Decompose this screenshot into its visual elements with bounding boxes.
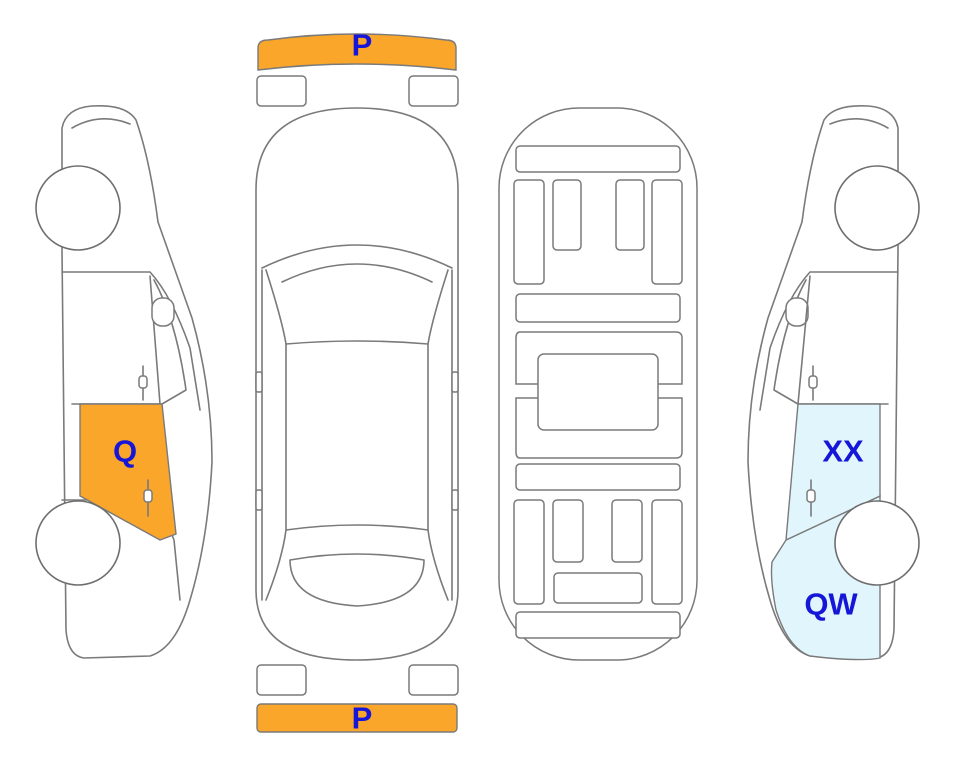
left-side-rear-wheel (35, 500, 121, 586)
underbody-front-left-seat (552, 179, 582, 251)
left-side-view: Q (35, 104, 213, 659)
left-side-pillar-line (149, 275, 161, 405)
underbody-mid-bar (515, 293, 681, 323)
right-side-rear-wheel (834, 500, 920, 586)
right-side-front-wheel (834, 165, 920, 251)
right-side-window-line (773, 279, 889, 405)
right-side-door-handle-rear (806, 479, 816, 517)
left-rear-door-damage (79, 403, 177, 541)
left-side-window-line (71, 279, 187, 405)
top-view-left-rear-handle (255, 489, 263, 511)
left-side-door-handle-rear (143, 479, 153, 517)
top-view: P P (255, 28, 459, 736)
top-view-roof-rear (285, 524, 429, 531)
right-side-pillar-line (797, 275, 811, 405)
underbody-trunk-panel (553, 572, 643, 604)
right-rear-door-code: XX (822, 434, 864, 469)
right-side-roof-line (829, 118, 889, 129)
underbody-rear-left-rail (513, 499, 545, 605)
underbody-rear-left-seat (552, 499, 584, 563)
top-view-cabin-right (427, 269, 449, 601)
top-rear-left-light (256, 664, 307, 696)
left-side-front-wheel (35, 165, 121, 251)
front-bumper-code: P (352, 28, 373, 63)
right-rear-quarter-code: QW (804, 587, 858, 622)
underbody-front-bar (515, 145, 681, 173)
top-view-right-rear-handle (451, 489, 459, 511)
underbody-rear-bar (515, 463, 681, 491)
underbody-center-panel (537, 353, 659, 431)
left-side-door-handle-front (138, 365, 148, 401)
underbody-front-left-rail (513, 179, 545, 285)
left-rear-door-code: Q (113, 434, 137, 469)
right-side-mirror (785, 297, 809, 327)
underbody-view (498, 107, 698, 661)
top-view-windshield (261, 244, 453, 269)
underbody-front-right-rail (651, 179, 683, 285)
rear-bumper-damage (256, 703, 458, 733)
front-bumper-damage (257, 33, 457, 71)
right-side-view: XX QW (747, 104, 920, 661)
top-view-left-mirror (255, 371, 263, 393)
top-front-left-light (256, 75, 307, 107)
top-rear-right-light (408, 664, 459, 696)
underbody-front-right-seat (615, 179, 645, 251)
top-front-right-light (408, 75, 459, 107)
underbody-rear-right-seat (611, 499, 643, 563)
left-side-mirror (151, 297, 175, 327)
top-view-roof-front (285, 340, 429, 345)
top-view-hood-line (281, 263, 433, 283)
rear-bumper-code: P (352, 701, 373, 736)
left-side-roof-line (71, 118, 131, 129)
top-view-rear-window (289, 553, 425, 607)
top-view-body-outline (255, 107, 459, 661)
top-view-right-mirror (451, 371, 459, 393)
underbody-rear-right-rail (651, 499, 683, 605)
top-view-cabin-left (265, 269, 287, 601)
right-side-door-handle-front (808, 365, 818, 401)
underbody-tail-bar (515, 611, 681, 639)
